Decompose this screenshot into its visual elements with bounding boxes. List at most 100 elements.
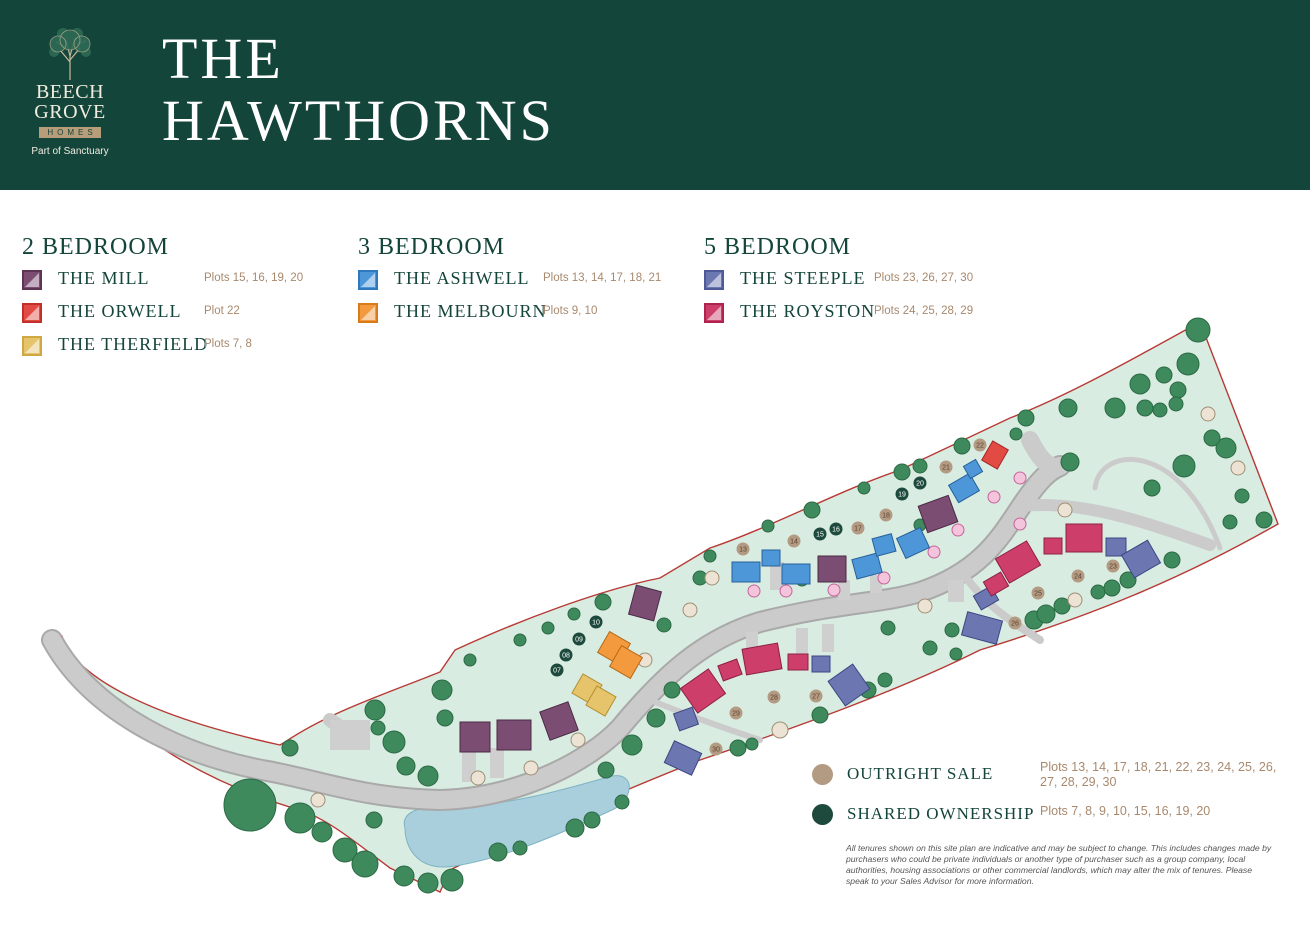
plot-marker-label: 21 (942, 465, 950, 472)
driveways (330, 562, 964, 782)
house-swatch (704, 303, 724, 323)
plot-marker-dot (829, 522, 843, 536)
plot-marker-24[interactable]: 24 (1071, 569, 1085, 583)
trees (223, 317, 1273, 894)
plot-marker-dot (879, 508, 893, 522)
plot-marker-label: 22 (976, 443, 984, 450)
house-name: THE ASHWELL (394, 268, 530, 288)
tree-icon (49, 28, 91, 80)
legend-item-the-ashwell[interactable]: THE ASHWELL Plots 13, 14, 17, 18, 21 (358, 267, 688, 300)
house-the-orwell[interactable] (981, 440, 1009, 470)
house-swatch (704, 270, 724, 290)
legend-item-the-therfield[interactable]: THE THERFIELD Plots 7, 8 (22, 333, 342, 366)
legend-item-the-melbourn[interactable]: THE MELBOURN Plots 9, 10 (358, 300, 688, 333)
plot-marker-label: 30 (712, 747, 720, 754)
tenure-shared-ownership[interactable]: SHARED OWNERSHIP Plots 7, 8, 9, 10, 15, … (812, 800, 1292, 834)
plot-marker-label: 28 (770, 695, 778, 702)
beech-grove-logo[interactable]: BEECH GROVE HOMES Part of Sanctuary (22, 26, 118, 157)
plot-marker-label: 09 (575, 637, 583, 644)
tenure-plots: Plots 7, 8, 9, 10, 15, 16, 19, 20 (1040, 804, 1211, 818)
houses-the-royston[interactable] (679, 523, 1103, 714)
plot-marker-28[interactable]: 28 (767, 690, 781, 704)
plot-marker-08[interactable]: 08 (559, 648, 573, 662)
plot-marker-dot (550, 663, 564, 677)
house-plots: Plots 24, 25, 28, 29 (874, 305, 974, 317)
house-name: THE ROYSTON (740, 301, 876, 321)
house-plots: Plots 15, 16, 19, 20 (204, 272, 304, 284)
plot-marker-15[interactable]: 15 (813, 527, 827, 541)
outright-sale-dot (812, 764, 833, 785)
houses-the-ashwell[interactable] (731, 458, 984, 585)
house-plots: Plot 22 (204, 305, 240, 317)
tenure-key: OUTRIGHT SALE Plots 13, 14, 17, 18, 21, … (812, 760, 1292, 834)
plot-marker-19[interactable]: 19 (895, 487, 909, 501)
plot-marker-26[interactable]: 26 (1008, 616, 1022, 630)
plot-marker-16[interactable]: 16 (829, 522, 843, 536)
plot-marker-27[interactable]: 27 (809, 689, 823, 703)
plot-marker-dot (589, 615, 603, 629)
plot-marker-09[interactable]: 09 (572, 632, 586, 646)
plot-marker-label: 20 (916, 481, 924, 488)
houses-the-therfield[interactable] (571, 673, 617, 717)
plot-marker-dot (767, 690, 781, 704)
plot-marker-14[interactable]: 14 (787, 534, 801, 548)
plot-marker-13[interactable]: 13 (736, 542, 750, 556)
shared-ownership-dot (812, 804, 833, 825)
plot-marker-21[interactable]: 21 (939, 460, 953, 474)
plot-marker-label: 14 (790, 539, 798, 546)
house-swatch (358, 303, 378, 323)
plot-marker-dot (709, 742, 723, 756)
plot-marker-20[interactable]: 20 (913, 476, 927, 490)
house-name: THE STEEPLE (740, 268, 866, 288)
brand-tagline: Part of Sanctuary (31, 146, 109, 157)
feature-trees (310, 406, 1246, 808)
plot-marker-dot (939, 460, 953, 474)
plot-marker-17[interactable]: 17 (851, 521, 865, 535)
plot-marker-label: 19 (898, 492, 906, 499)
legend-5-bedroom: 5 BEDROOM THE STEEPLE Plots 23, 26, 27, … (704, 234, 1004, 333)
plot-marker-07[interactable]: 07 (550, 663, 564, 677)
legend-2-bedroom: 2 BEDROOM THE MILL Plots 15, 16, 19, 20 … (22, 234, 342, 366)
plot-marker-label: 17 (854, 526, 862, 533)
plot-marker-dot (851, 521, 865, 535)
plot-marker-dot (973, 438, 987, 452)
legend-item-the-orwell[interactable]: THE ORWELL Plot 22 (22, 300, 342, 333)
plot-marker-30[interactable]: 30 (709, 742, 723, 756)
plot-marker-dot (1071, 569, 1085, 583)
house-name: THE MELBOURN (394, 301, 547, 321)
plot-marker-dot (729, 706, 743, 720)
plot-marker-18[interactable]: 18 (879, 508, 893, 522)
plot-marker-23[interactable]: 23 (1106, 559, 1120, 573)
legend-item-the-mill[interactable]: THE MILL Plots 15, 16, 19, 20 (22, 267, 342, 300)
tenure-plots: Plots 13, 14, 17, 18, 21, 22, 23, 24, 25… (1040, 760, 1277, 789)
development-title: THE HAWTHORNS (162, 26, 555, 153)
plot-marker-label: 13 (739, 547, 747, 554)
plot-marker-label: 23 (1109, 564, 1117, 571)
house-swatch (22, 303, 42, 323)
plot-marker-label: 24 (1074, 574, 1082, 581)
plot-marker-dot (913, 476, 927, 490)
plot-marker-22[interactable]: 22 (973, 438, 987, 452)
house-plots: Plots 7, 8 (204, 338, 252, 350)
plot-marker-label: 25 (1034, 591, 1042, 598)
tenure-outright-sale[interactable]: OUTRIGHT SALE Plots 13, 14, 17, 18, 21, … (812, 760, 1292, 800)
blossom-trees (747, 471, 1027, 598)
plot-marker-dot (809, 689, 823, 703)
legend-item-the-steeple[interactable]: THE STEEPLE Plots 23, 26, 27, 30 (704, 267, 1004, 300)
plot-marker-label: 07 (553, 668, 561, 675)
legend-item-the-royston[interactable]: THE ROYSTON Plots 24, 25, 28, 29 (704, 300, 1004, 333)
plot-marker-dot (1008, 616, 1022, 630)
house-name: THE THERFIELD (58, 334, 209, 354)
plot-marker-dot (736, 542, 750, 556)
plot-marker-25[interactable]: 25 (1031, 586, 1045, 600)
plot-marker-label: 18 (882, 513, 890, 520)
houses-the-melbourn[interactable] (596, 630, 644, 680)
house-swatch (358, 270, 378, 290)
houses-the-steeple[interactable] (663, 537, 1162, 776)
plot-marker-label: 16 (832, 527, 840, 534)
plot-marker-10[interactable]: 10 (589, 615, 603, 629)
plot-marker-29[interactable]: 29 (729, 706, 743, 720)
houses-the-mill[interactable] (459, 494, 959, 753)
